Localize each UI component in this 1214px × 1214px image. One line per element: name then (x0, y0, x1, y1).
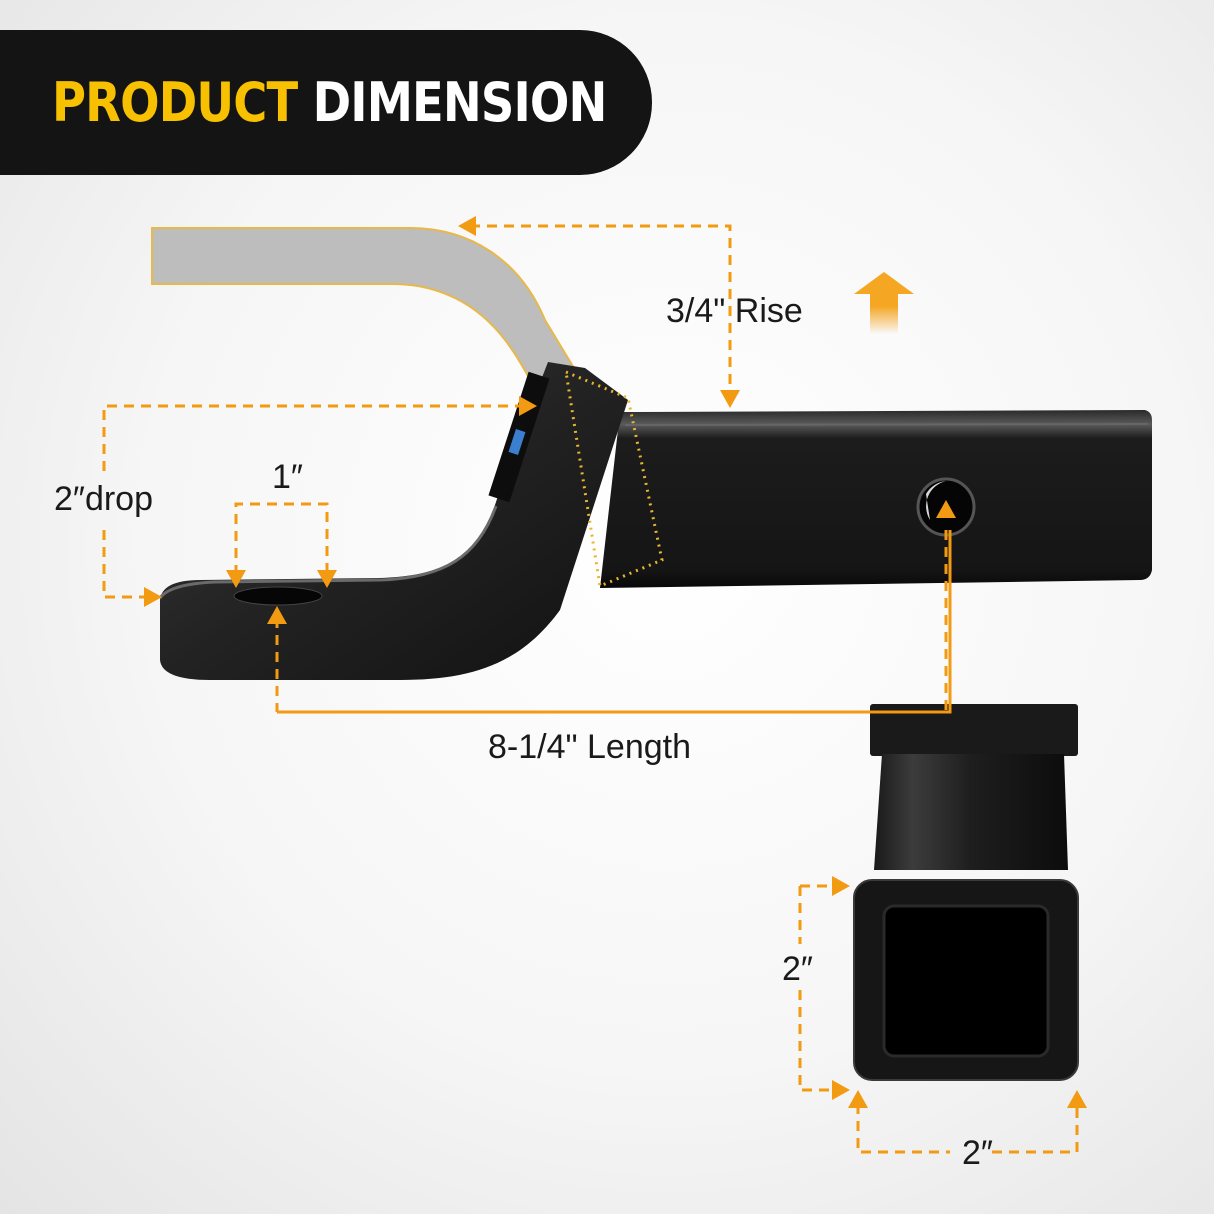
up-arrow-icon (854, 272, 914, 334)
shank-width-label: 2″ (962, 1134, 993, 1172)
rotation-outline (564, 369, 664, 589)
rise-ghost-outline (151, 227, 582, 410)
hole-diameter-label: 1″ (272, 458, 303, 496)
title-highlight: PRODUCT (52, 71, 298, 134)
rise-label: 3/4" Rise (666, 292, 803, 330)
ball-mount (160, 362, 628, 680)
length-label: 8-1/4" Length (488, 728, 692, 766)
page-title: PRODUCT DIMENSION (52, 71, 607, 134)
title-banner: PRODUCT DIMENSION (0, 30, 652, 175)
receiver-shank (600, 410, 1152, 588)
shank-height-label: 2″ (782, 950, 813, 988)
receiver-end-view (853, 704, 1079, 1081)
annotation-arrowheads (144, 216, 1087, 1108)
title-rest: DIMENSION (312, 71, 608, 134)
drop-label: 2″drop (54, 480, 153, 518)
ball-hole (233, 586, 323, 606)
